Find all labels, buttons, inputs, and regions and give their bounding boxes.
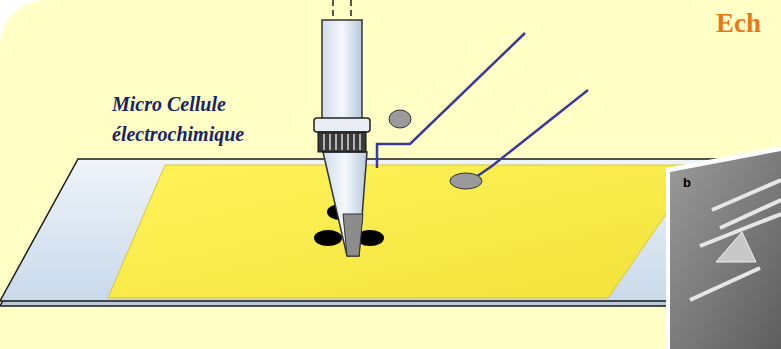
deposit-dot <box>314 230 342 246</box>
sem-structures <box>690 180 781 300</box>
pipette-collar <box>318 132 366 152</box>
slide-title: Ech <box>716 8 761 39</box>
pipette-dash <box>332 0 334 22</box>
electrode-wire <box>377 33 525 168</box>
electrode-wire <box>476 90 588 177</box>
glass-slide <box>0 159 781 301</box>
pipette-tube <box>322 20 362 120</box>
pipette-electrolyte <box>343 214 363 256</box>
gold-film <box>108 165 700 298</box>
cell-caption: Micro Cellule électrochimique <box>112 89 277 149</box>
collar-ribs <box>324 134 360 150</box>
pipette-dash <box>350 0 352 22</box>
electrode-contact <box>450 173 482 189</box>
pipette-cone <box>323 152 367 256</box>
sem-pyramid <box>716 232 756 262</box>
pipette-collar <box>314 118 370 132</box>
sem-image <box>670 151 781 349</box>
panel-letter: b <box>683 175 691 190</box>
electrode-contact <box>389 110 411 128</box>
sem-frame <box>666 146 781 349</box>
